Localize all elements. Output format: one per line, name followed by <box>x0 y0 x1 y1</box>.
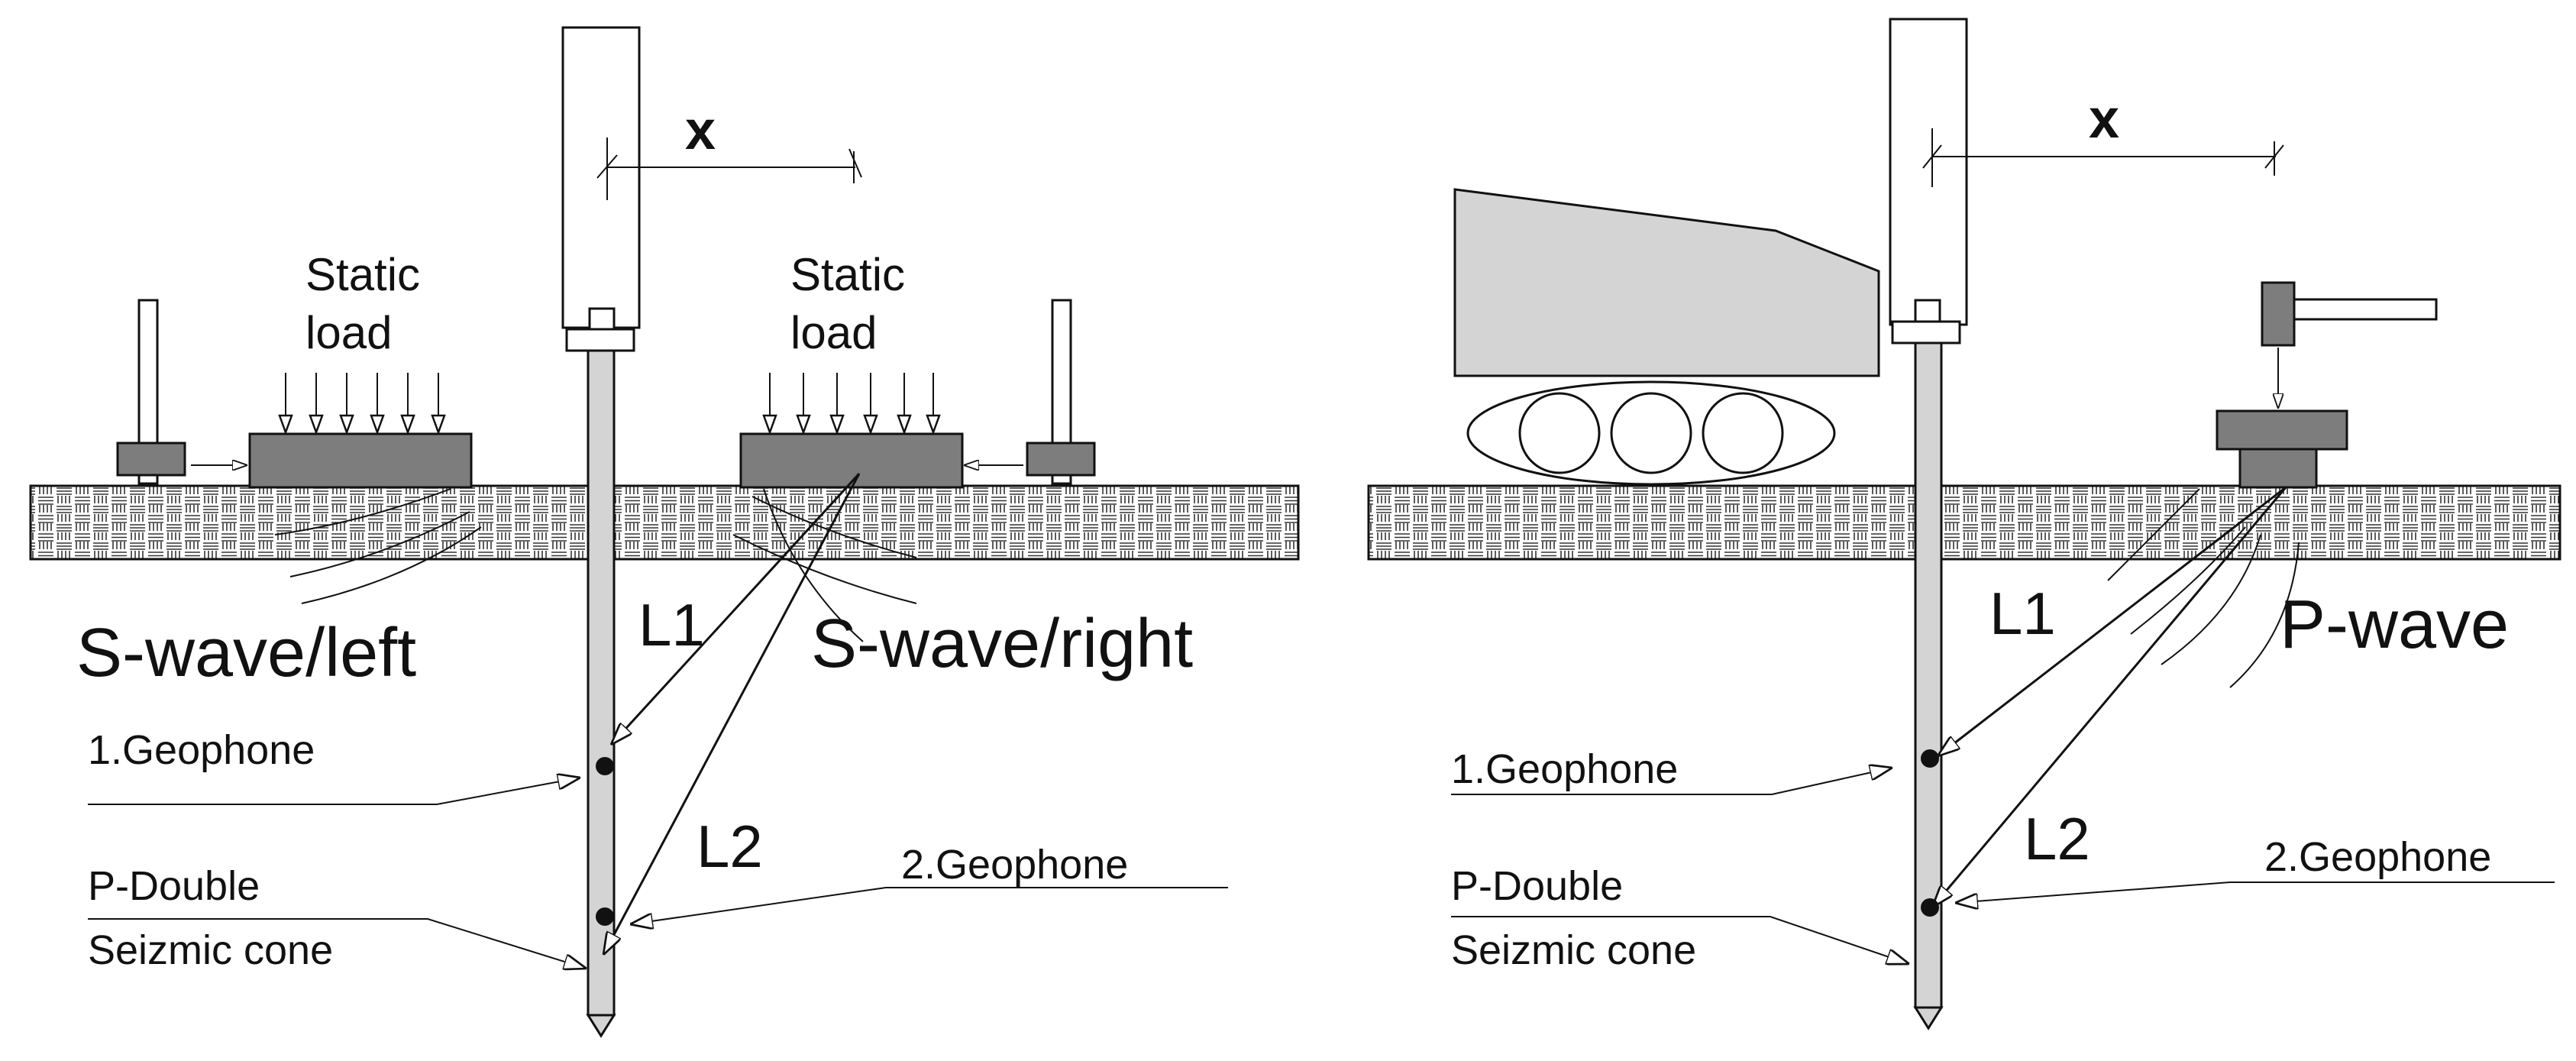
geophone-2-right <box>1921 898 1939 917</box>
sledgehammer-head <box>2261 281 2296 347</box>
static-load-block-left <box>248 432 473 489</box>
cone-label-line1-right: P-Double <box>1451 863 1623 909</box>
static-load-left-line2: load <box>305 307 392 358</box>
wavefronts-s-right <box>732 488 917 642</box>
truck-wheel-1 <box>1518 392 1601 474</box>
cone-label-line1-left: P-Double <box>88 863 260 909</box>
x-label-right: x <box>2089 89 2119 150</box>
cone-label-line2-left: Seizmic cone <box>88 927 333 973</box>
label-L2-left: L2 <box>697 813 763 880</box>
left-panel: x Static load Static load <box>29 26 1300 1038</box>
rig-base-right <box>1891 320 1961 345</box>
wavefronts-p <box>2107 488 2300 688</box>
strike-plate-base <box>2238 448 2318 489</box>
cone-tip-right <box>1913 1006 1944 1030</box>
wave-label-p: P-wave <box>2280 587 2509 663</box>
truck-wheel-2 <box>1610 392 1692 474</box>
geophone-1-left <box>596 757 614 775</box>
cpt-rig-right <box>1889 18 1968 326</box>
wave-label-s-left: S-wave/left <box>76 615 416 691</box>
static-load-left-line1: Static <box>305 249 420 300</box>
cone-tip-left <box>586 1014 616 1038</box>
soil-layer-left <box>29 484 1300 561</box>
load-arrows-right <box>762 373 941 435</box>
rig-base-left <box>565 328 635 352</box>
cpt-rig-left <box>561 26 641 329</box>
wave-label-s-right: S-wave/right <box>811 606 1193 682</box>
geophone-1-label-right: 1.Geophone <box>1451 746 1678 792</box>
geophone-2-left <box>596 907 614 926</box>
load-arrows-left <box>278 373 446 435</box>
geophone-2-label-left: 2.Geophone <box>901 842 1128 888</box>
geophone-1-right <box>1921 749 1939 768</box>
hammer-head-left <box>116 442 186 477</box>
static-load-right-line2: load <box>790 307 877 358</box>
static-load-block-right <box>739 432 964 489</box>
right-panel: x P-wave L1 L2 1.Geophone 2.Geophone <box>1367 18 2561 1030</box>
rig-clamp-left <box>588 307 616 332</box>
rig-clamp-right <box>1914 299 1941 323</box>
static-load-right-line1: Static <box>790 249 905 300</box>
x-label-left: x <box>685 100 716 161</box>
label-L2-right: L2 <box>2024 805 2090 872</box>
strike-plate-top <box>2216 409 2348 451</box>
hammer-head-right <box>1026 442 1096 477</box>
cone-label-line2-right: Seizmic cone <box>1451 927 1696 973</box>
truck-wheel-3 <box>1702 392 1784 474</box>
label-L1-right: L1 <box>1989 580 2056 647</box>
label-L1-left: L1 <box>638 591 705 658</box>
wavefronts-s-left <box>274 488 482 604</box>
soil-layer-right <box>1367 484 2561 561</box>
geophone-1-label-left: 1.Geophone <box>88 727 315 773</box>
truck-body <box>1453 188 1880 377</box>
sledgehammer-handle <box>2282 298 2438 321</box>
geophone-2-label-right: 2.Geophone <box>2264 834 2491 880</box>
